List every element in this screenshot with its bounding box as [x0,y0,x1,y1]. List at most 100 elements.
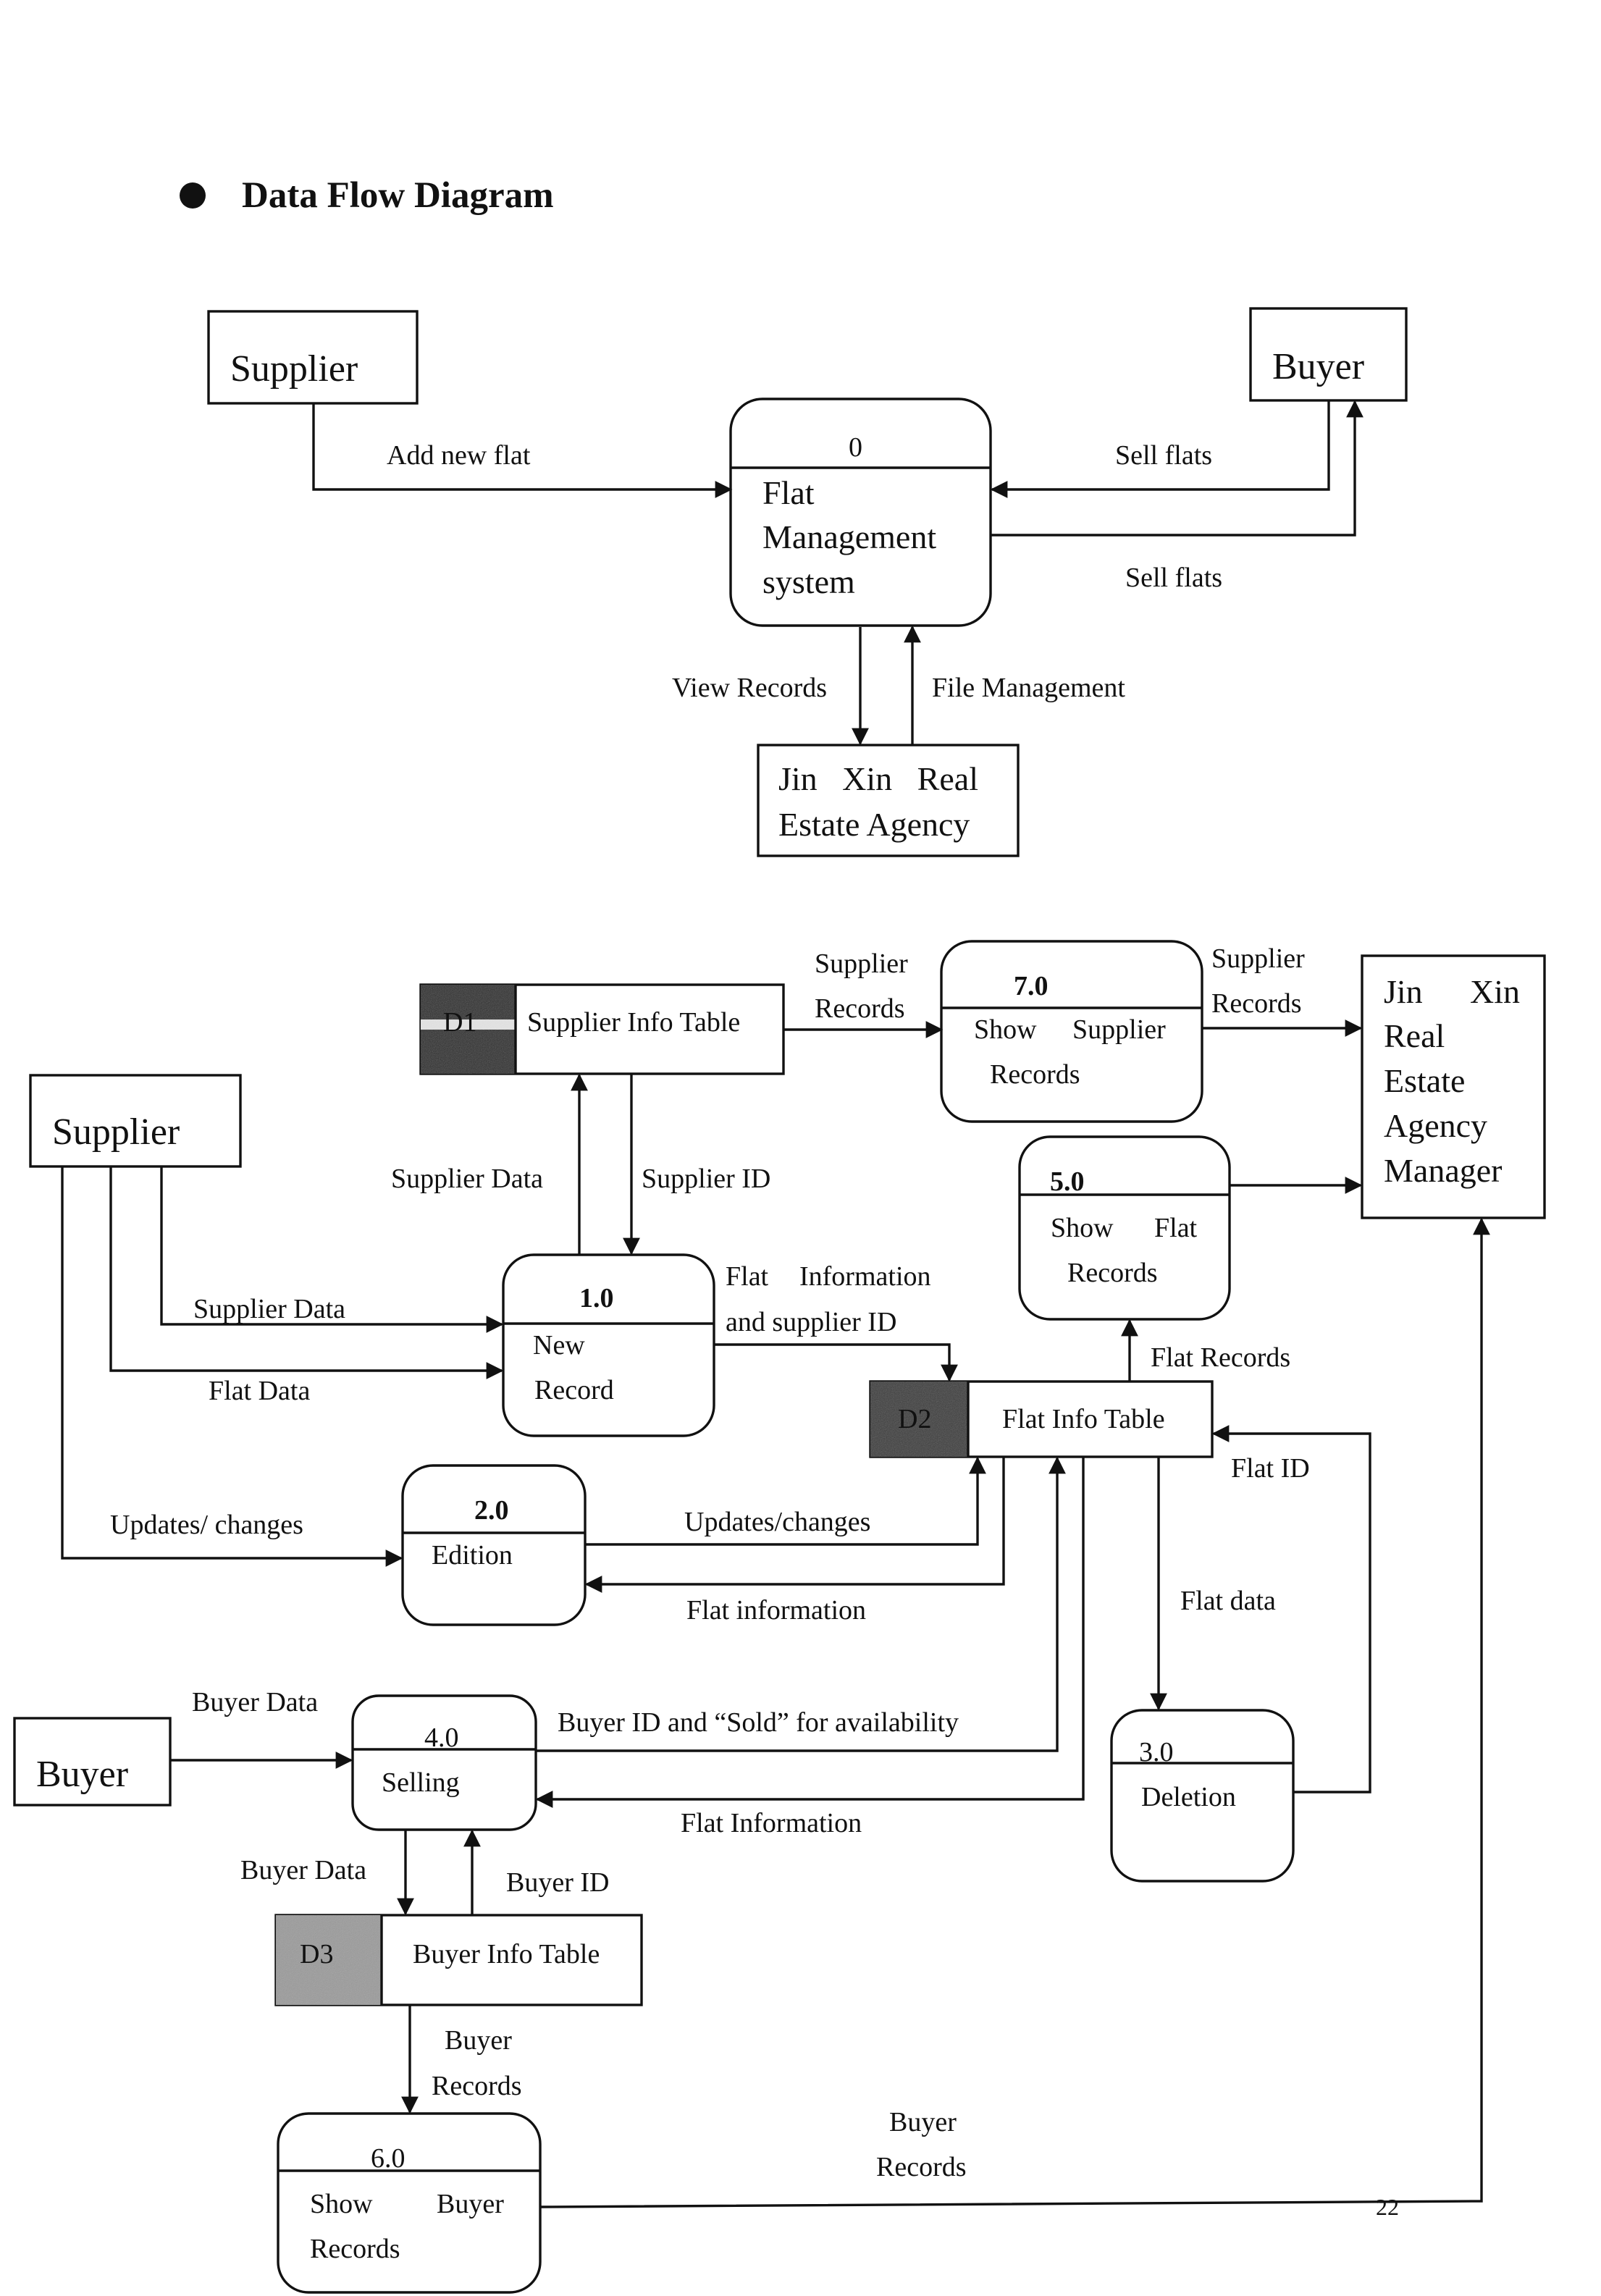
svg-text:New: New [533,1330,585,1361]
svg-text:Updates/changes: Updates/changes [684,1507,870,1537]
flow-flat-data [109,1166,504,1379]
flow-updates-changes-left [61,1166,403,1567]
heading-row: Data Flow Diagram [180,167,554,224]
process-4-selling: 4.0 Selling [351,1694,537,1831]
svg-text:Supplier: Supplier [1211,943,1305,974]
store-d2-flat-info: D2 Flat Info Table [869,1380,1214,1458]
store-d1-supplier-info: D1 Supplier Info Table [419,983,785,1075]
svg-text:Jin: Jin [1384,973,1423,1010]
context-process-0: 0 Flat Management system [729,398,992,627]
flow-sell-flats-in [990,400,1330,498]
flow-updates-changes-right [585,1456,986,1546]
store-d3-buyer-info: D3 Buyer Info Table [274,1914,643,2006]
svg-text:Flat Information: Flat Information [681,1808,862,1838]
svg-text:Buyer: Buyer [36,1754,128,1795]
svg-text:2.0: 2.0 [474,1495,509,1526]
process-3-deletion: 3.0 Deletion [1110,1709,1295,1883]
svg-text:Buyer: Buyer [1272,346,1364,387]
svg-text:Records: Records [1211,988,1302,1019]
svg-text:and supplier ID: and supplier ID [726,1307,896,1337]
process-7-show-supplier-records: 7.0 Show Supplier Records [940,940,1203,1123]
svg-text:Flat information: Flat information [686,1595,866,1626]
svg-text:Flat ID: Flat ID [1231,1453,1310,1484]
svg-text:Buyer: Buyer [889,2107,957,2137]
svg-text:6.0: 6.0 [371,2143,405,2174]
bullet-icon [180,182,206,209]
svg-text:D3: D3 [300,1939,333,1969]
context-store-agency: Jin Xin Real Estate Agency [757,744,1020,857]
svg-text:Flat: Flat [1154,1213,1198,1243]
svg-text:Buyer: Buyer [437,2189,504,2219]
svg-text:Records: Records [432,2071,522,2101]
svg-text:Flat Info Table: Flat Info Table [1002,1404,1165,1434]
svg-text:Records: Records [310,2234,400,2264]
flow-supplier-data [160,1166,504,1333]
context-buyer-entity: Buyer [1249,307,1408,402]
flow-buyer-records-to-manager [539,1217,1490,2208]
svg-text:Records: Records [876,2152,967,2182]
svg-text:Edition: Edition [432,1540,513,1570]
svg-text:Supplier: Supplier [230,348,358,390]
svg-text:Flat Data: Flat Data [209,1376,310,1406]
svg-text:Manager: Manager [1384,1152,1502,1189]
svg-text:Supplier: Supplier [1072,1014,1166,1045]
svg-text:7.0: 7.0 [1014,971,1049,1001]
svg-text:Flat: Flat [726,1261,769,1292]
level1-diagram: D1 Supplier Info Table 7.0 Show Supplier… [13,940,1546,2294]
svg-text:Buyer Data: Buyer Data [240,1855,366,1885]
svg-text:Supplier Data: Supplier Data [391,1164,543,1194]
svg-text:Xin: Xin [1470,973,1520,1010]
process-1-new-record: 1.0 New Record [502,1253,715,1437]
svg-text:5.0: 5.0 [1050,1166,1085,1197]
svg-text:Estate: Estate [1384,1062,1465,1099]
svg-text:Supplier Info Table: Supplier Info Table [527,1007,740,1038]
process-2-edition: 2.0 Edition [401,1464,587,1626]
svg-text:Buyer Data: Buyer Data [192,1687,318,1717]
svg-text:D1: D1 [443,1007,476,1038]
svg-text:1.0: 1.0 [579,1283,614,1313]
supplier-entity: Supplier [29,1074,242,1168]
svg-text:Show: Show [310,2189,373,2219]
svg-text:Updates/ changes: Updates/ changes [110,1510,303,1540]
svg-text:Buyer Info Table: Buyer Info Table [413,1939,600,1969]
svg-text:Flat Records: Flat Records [1151,1342,1290,1373]
svg-text:Flat: Flat [762,474,815,511]
svg-text:View Records: View Records [672,673,827,703]
svg-text:Supplier: Supplier [815,949,908,979]
svg-text:Sell flats: Sell flats [1125,563,1222,593]
svg-text:Add new flat: Add new flat [387,440,531,471]
context-diagram: Supplier Buyer 0 Flat Management system … [207,307,1408,857]
svg-text:Buyer ID and “Sold” for availa: Buyer ID and “Sold” for availability [558,1707,959,1738]
page-title: Data Flow Diagram [242,175,554,216]
flow-flat-information-sell [535,1457,1085,1808]
svg-text:Deletion: Deletion [1141,1782,1236,1812]
flow-flat-info-supplier-id [714,1343,958,1382]
svg-text:Sell flats: Sell flats [1115,440,1212,471]
flow-add-new-flat [312,403,733,498]
svg-text:Jin Xin Real: Jin Xin Real [778,760,978,797]
flow-flat-id [1211,1425,1371,1794]
flow-buyer-id-sold [536,1456,1066,1752]
svg-text:Show: Show [974,1014,1037,1045]
svg-text:Buyer: Buyer [445,2025,512,2056]
svg-text:Records: Records [990,1059,1080,1090]
svg-text:Buyer ID: Buyer ID [506,1867,609,1898]
svg-text:Agency: Agency [1384,1107,1487,1144]
process-6-show-buyer-records: 6.0 Show Buyer Records [277,2112,542,2294]
svg-text:Records: Records [1067,1258,1158,1288]
flow-flat-information-edit [584,1457,1005,1593]
svg-text:Selling: Selling [382,1767,460,1798]
svg-text:Supplier: Supplier [52,1111,180,1153]
svg-text:Records: Records [815,993,905,1024]
svg-text:Real: Real [1384,1017,1445,1054]
svg-text:4.0: 4.0 [424,1723,459,1753]
context-supplier-entity: Supplier [207,310,419,405]
buyer-entity: Buyer [13,1717,172,1807]
flow-sell-flats-out [991,400,1363,537]
svg-text:File Management: File Management [932,673,1125,703]
svg-text:Management: Management [762,518,936,555]
svg-text:system: system [762,563,855,600]
svg-text:Supplier ID: Supplier ID [642,1164,770,1194]
svg-text:3.0: 3.0 [1139,1737,1174,1767]
